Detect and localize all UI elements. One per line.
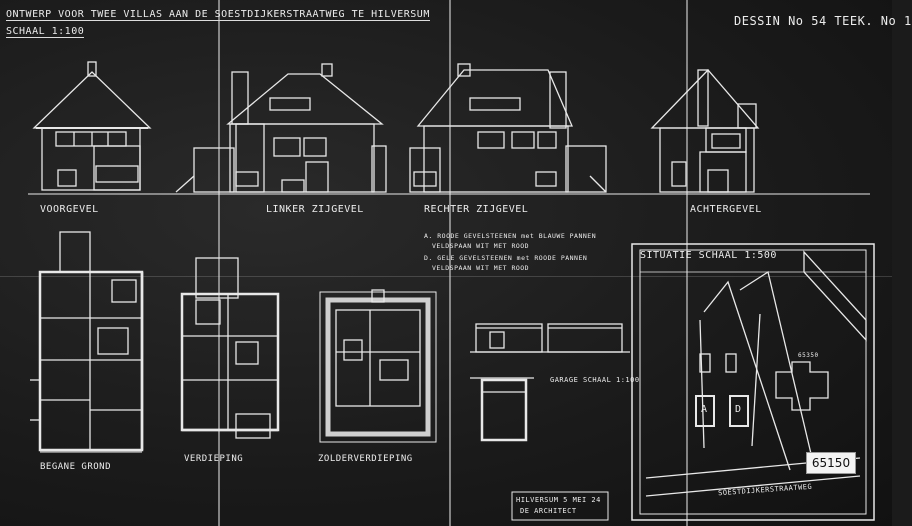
site-plot-d: D xyxy=(735,404,742,415)
plan-label-first: VERDIEPING xyxy=(184,454,244,464)
plan-attic-drawing xyxy=(319,289,437,443)
elevation-right-drawing xyxy=(409,63,607,193)
drawing-linework xyxy=(28,61,875,521)
note-a-line1: A. ROODE GEVELSTEENEN met BLAUWE PANNEN xyxy=(424,232,597,240)
elevation-label-left: LINKER ZIJGEVEL xyxy=(266,204,364,215)
stamp-line1: HILVERSUM 5 MEI 24 xyxy=(516,496,601,504)
plan-ground-floor-drawing xyxy=(30,231,144,453)
stamp-frame xyxy=(511,491,609,521)
site-plot-a: A xyxy=(701,404,708,415)
sheet-title: ONTWERP VOOR TWEE VILLAS AAN DE SOESTDIJ… xyxy=(6,9,430,21)
elevation-label-front: VOORGEVEL xyxy=(40,204,99,215)
archive-number-tag: 65150 xyxy=(806,452,856,474)
note-a-line2: VELDSPAAN WIT MET ROOD xyxy=(432,242,530,250)
stamp-line2: DE ARCHITECT xyxy=(520,507,577,515)
elevation-label-right: RECHTER ZIJGEVEL xyxy=(424,204,529,215)
garage-drawing xyxy=(470,323,630,442)
elevation-front-drawing xyxy=(32,61,152,191)
elevation-label-rear: ACHTERGEVEL xyxy=(690,204,762,215)
plan-label-ground: BEGANE GROND xyxy=(40,462,112,472)
fold-line-h1 xyxy=(0,276,892,277)
plan-label-attic: ZOLDERVERDIEPING xyxy=(318,454,413,464)
site-plan-title: SITUATIE SCHAAL 1:500 xyxy=(640,250,777,261)
site-number: 65350 xyxy=(798,352,819,359)
fold-line-v1 xyxy=(218,0,220,526)
sheet-number: DESSIN No 54 TEEK. No 1 xyxy=(734,14,912,28)
note-d-line2: VELDSPAAN WIT MET ROOD xyxy=(432,264,530,272)
site-plan-drawing xyxy=(631,243,875,521)
fold-line-v2 xyxy=(449,0,451,526)
elevation-rear-drawing xyxy=(650,69,760,193)
elevation-left-drawing xyxy=(175,63,387,193)
sheet-scale: SCHAAL 1:100 xyxy=(6,26,85,38)
fold-line-v3 xyxy=(686,0,688,526)
plan-first-floor-drawing xyxy=(180,257,280,439)
note-d-line1: D. GELE GEVELSTEENEN met ROODE PANNEN xyxy=(424,254,588,262)
garage-label: GARAGE SCHAAL 1:100 xyxy=(550,376,640,384)
